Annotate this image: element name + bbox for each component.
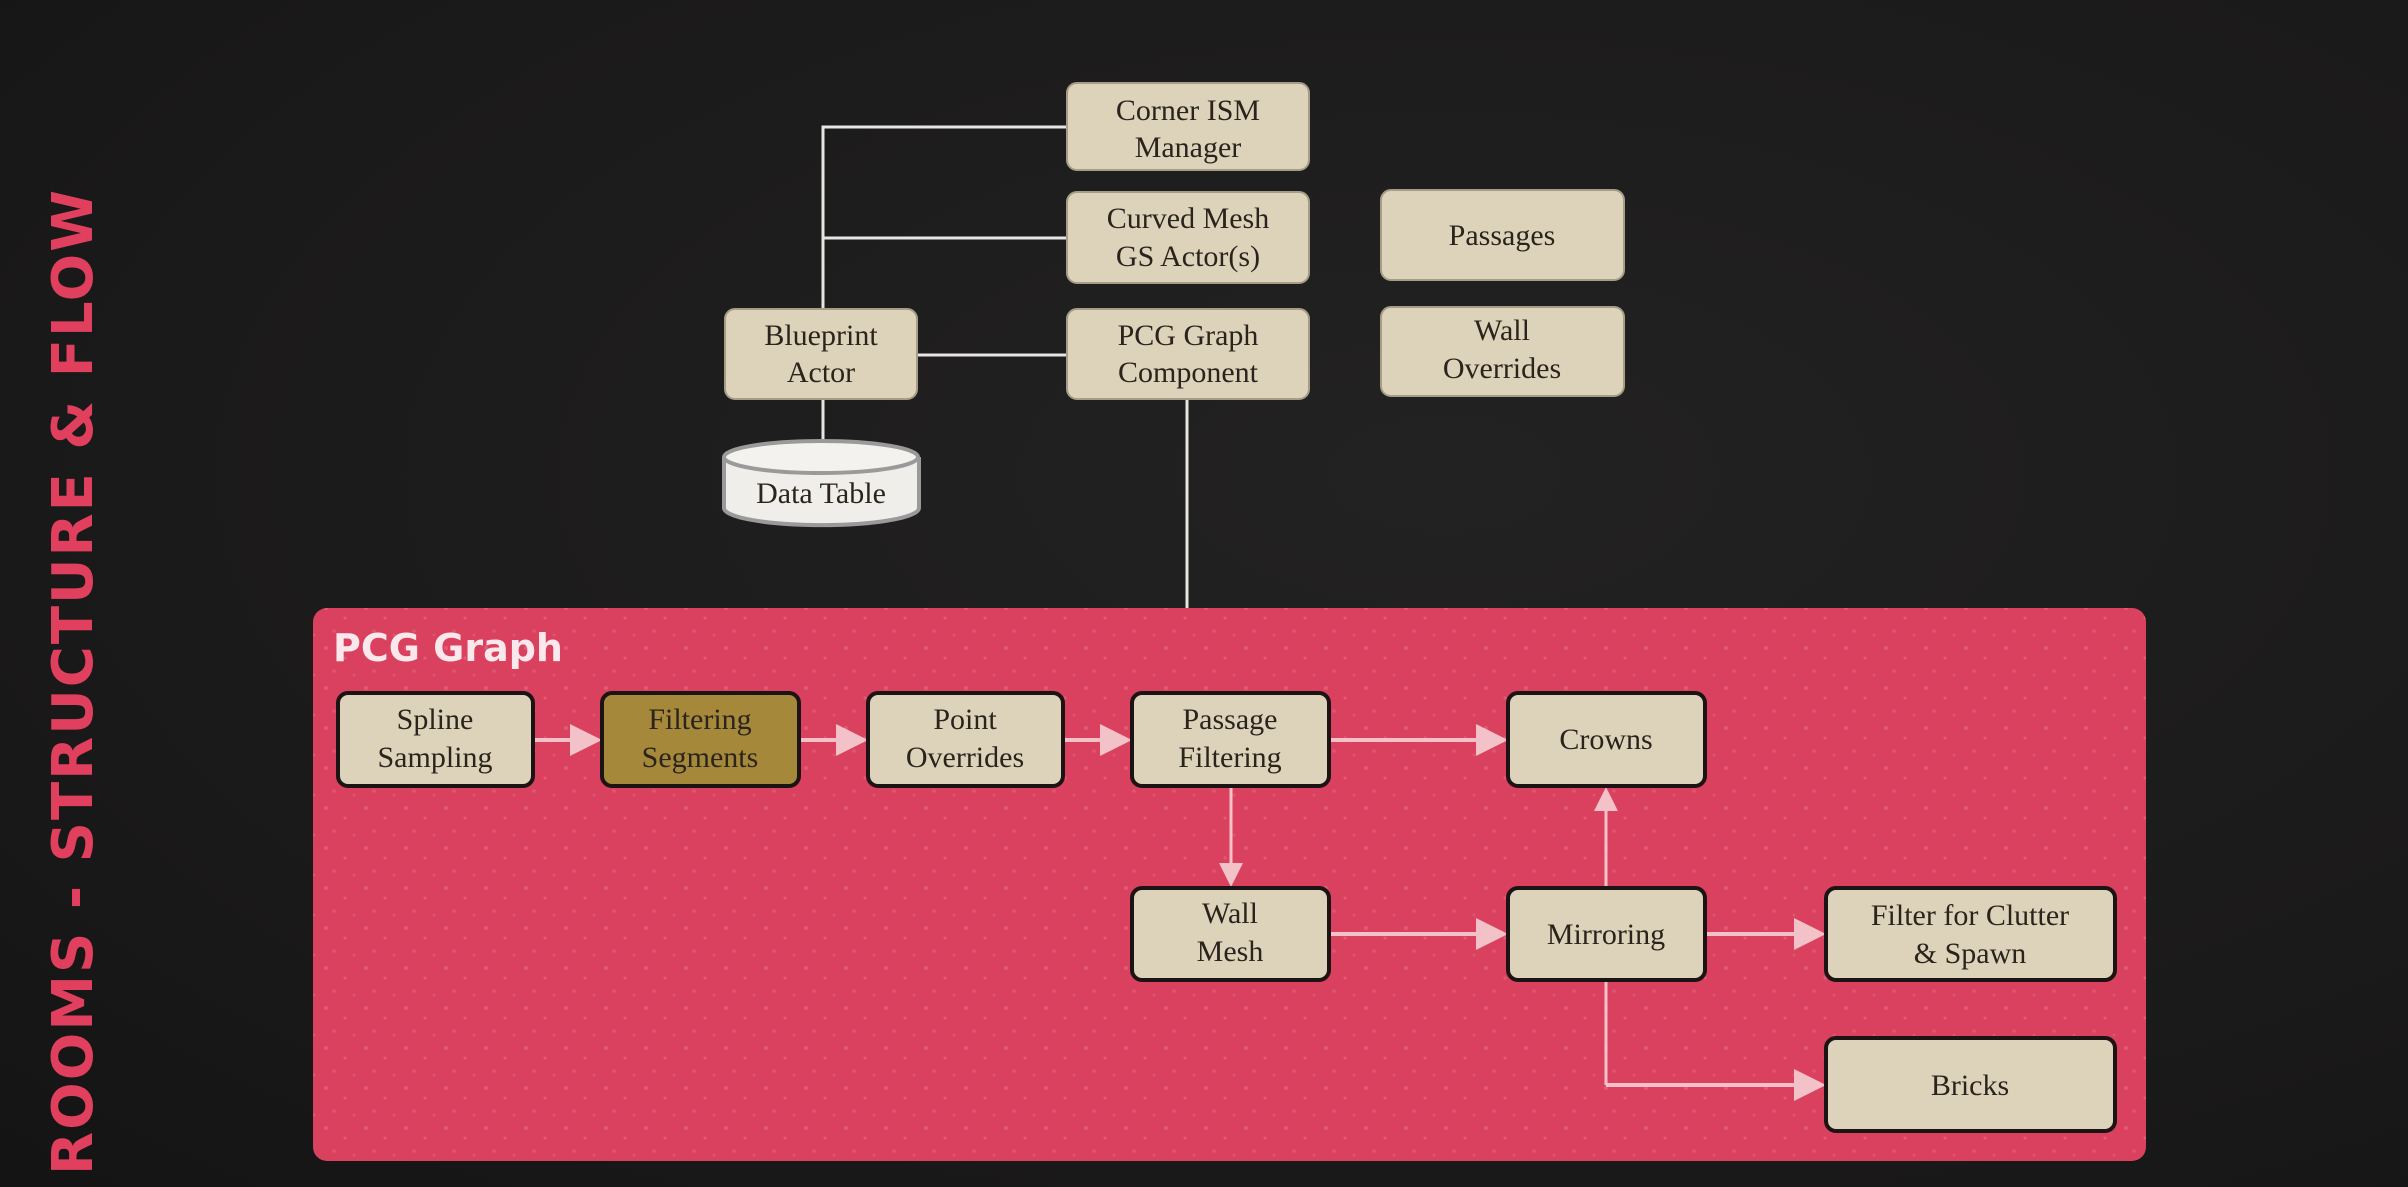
node-mirroring: Mirroring: [1506, 886, 1707, 982]
svg-text:Manager: Manager: [1135, 131, 1242, 164]
svg-text:Wall: Wall: [1474, 314, 1530, 347]
svg-text:Filtering: Filtering: [1178, 741, 1281, 774]
svg-text:Data Table: Data Table: [756, 477, 886, 510]
svg-text:Overrides: Overrides: [1443, 352, 1561, 385]
node-spline-sampling: Spline Sampling: [336, 691, 535, 788]
svg-text:Corner ISM: Corner ISM: [1116, 94, 1260, 127]
svg-text:Crowns: Crowns: [1559, 723, 1652, 756]
svg-text:Mirroring: Mirroring: [1547, 918, 1665, 951]
svg-text:Bricks: Bricks: [1931, 1069, 2009, 1102]
data-table-cylinder: Data Table: [722, 439, 921, 528]
node-wall-overrides: Wall Overrides: [1380, 306, 1625, 397]
svg-text:Component: Component: [1118, 356, 1259, 389]
pcg-graph-title: PCG Graph: [333, 626, 563, 670]
svg-text:Curved Mesh: Curved Mesh: [1107, 202, 1269, 235]
svg-text:Blueprint: Blueprint: [764, 319, 878, 352]
node-corner-ism-manager: Corner ISM Manager: [1066, 82, 1310, 171]
node-filter-clutter-spawn: Filter for Clutter & Spawn: [1824, 886, 2117, 982]
svg-text:Sampling: Sampling: [377, 741, 492, 774]
svg-text:& Spawn: & Spawn: [1914, 937, 2027, 970]
svg-text:Filter for Clutter: Filter for Clutter: [1871, 899, 2069, 932]
pcg-arrows: [533, 724, 1826, 1101]
top-connectors: [821, 125, 1189, 608]
node-filtering-segments: Filtering Segments: [600, 691, 801, 788]
svg-text:Passages: Passages: [1449, 219, 1556, 252]
svg-text:Actor: Actor: [787, 356, 855, 389]
node-bricks: Bricks: [1824, 1036, 2117, 1133]
svg-text:PCG Graph: PCG Graph: [1118, 319, 1259, 352]
node-curved-mesh-actors: Curved Mesh GS Actor(s): [1066, 191, 1310, 284]
svg-text:Passage: Passage: [1183, 703, 1278, 736]
svg-text:Segments: Segments: [642, 741, 759, 774]
node-passage-filtering: Passage Filtering: [1130, 691, 1331, 788]
node-passages: Passages: [1380, 189, 1625, 281]
node-blueprint-actor: Blueprint Actor: [724, 308, 918, 400]
node-wall-mesh: Wall Mesh: [1130, 886, 1331, 982]
svg-text:Overrides: Overrides: [906, 741, 1024, 774]
svg-text:Spline: Spline: [397, 703, 474, 736]
node-point-overrides: Point Overrides: [866, 691, 1065, 788]
node-crowns: Crowns: [1506, 691, 1707, 788]
node-pcg-graph-component: PCG Graph Component: [1066, 308, 1310, 400]
svg-text:GS Actor(s): GS Actor(s): [1116, 240, 1260, 273]
svg-text:Point: Point: [933, 703, 997, 736]
svg-text:Mesh: Mesh: [1197, 935, 1264, 968]
side-title: ROOMS - STRUCTURE & FLOW: [41, 188, 106, 1175]
svg-text:Filtering: Filtering: [648, 703, 751, 736]
svg-text:Wall: Wall: [1202, 897, 1258, 930]
